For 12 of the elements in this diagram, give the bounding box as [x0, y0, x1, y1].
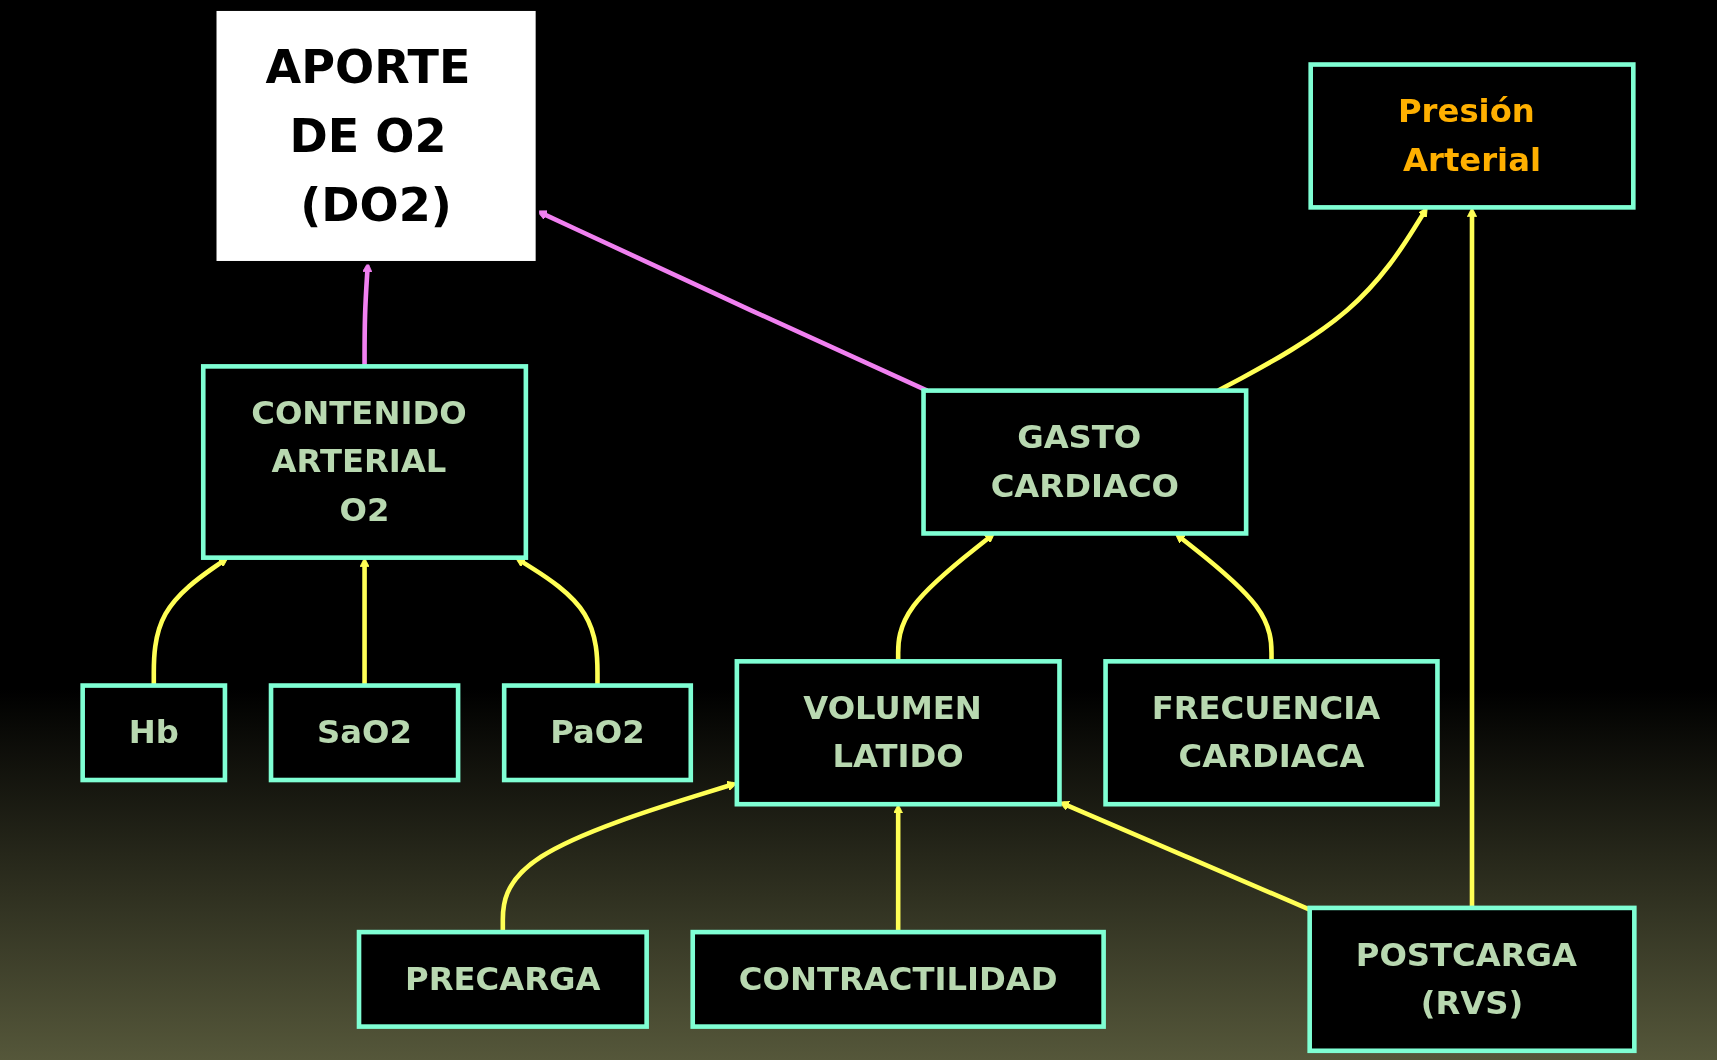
node-box: Hb — [80, 683, 228, 783]
node-box: CONTRACTILIDAD — [690, 929, 1106, 1029]
node-box: FRECUENCIA CARDIACA — [1103, 659, 1440, 807]
node-box: POSTCARGA (RVS) — [1307, 905, 1637, 1054]
node-box: GASTO CARDIACO — [921, 388, 1249, 536]
arrow — [151, 557, 229, 686]
node-box: CONTENIDO ARTERIAL O2 — [200, 364, 529, 560]
node-box: PaO2 — [501, 683, 694, 783]
node-box: SaO2 — [268, 683, 461, 783]
node-box: VOLUMEN LATIDO — [734, 659, 1062, 807]
node-box: PRECARGA — [356, 929, 649, 1029]
node-box: Presión Arterial — [1308, 62, 1636, 210]
